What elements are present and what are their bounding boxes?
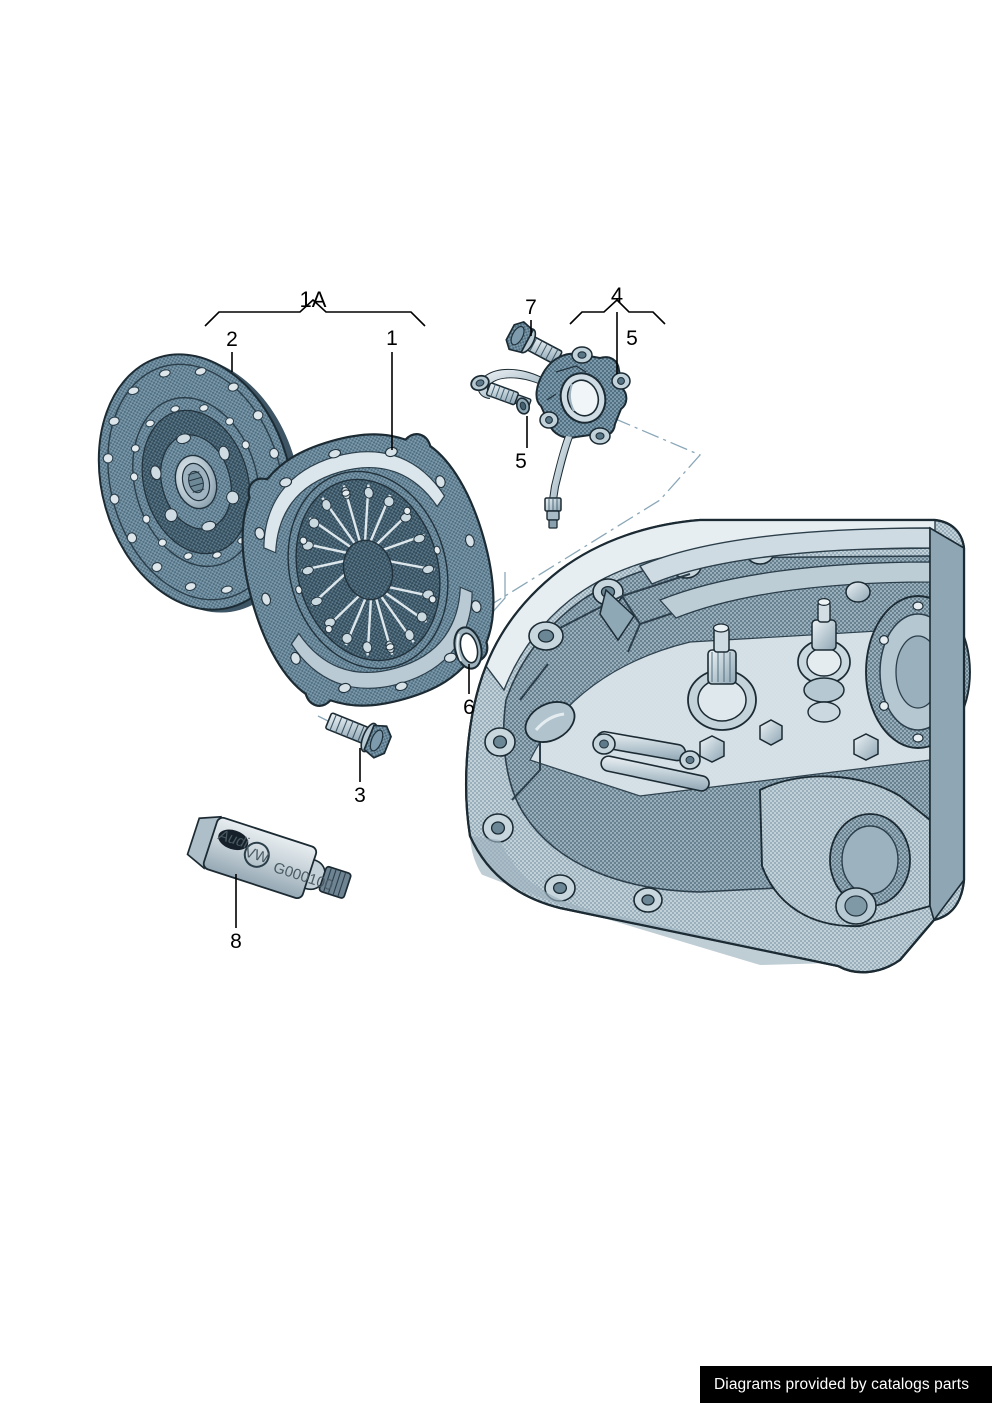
callout-label-5-lower: 5 bbox=[515, 450, 527, 473]
bracket-1a bbox=[204, 298, 426, 327]
grease-tube: Audi VW G000100 bbox=[186, 815, 352, 900]
housing-hex-nuts bbox=[699, 719, 879, 763]
watermark-text: Diagrams provided by catalogs parts bbox=[714, 1375, 970, 1393]
bleeder-cap bbox=[515, 397, 531, 415]
callout-label-2: 2 bbox=[226, 328, 238, 351]
callout-label-6: 6 bbox=[463, 696, 475, 719]
callout-label-4: 4 bbox=[611, 283, 623, 308]
input-shaft-boss bbox=[687, 623, 757, 731]
watermark-banner: Diagrams provided by catalogs parts bbox=[700, 1366, 992, 1403]
sealing-ring bbox=[453, 626, 483, 670]
slave-cylinder-body bbox=[535, 346, 631, 445]
pipe-fitting bbox=[544, 497, 562, 529]
bracket-4 bbox=[569, 298, 666, 325]
disc-damper-springs bbox=[150, 433, 240, 532]
vw-mark: VW bbox=[243, 843, 272, 867]
callout-label-7: 7 bbox=[525, 296, 537, 319]
transmission-bell-housing bbox=[465, 518, 971, 974]
axis-slave-cylinder bbox=[454, 405, 702, 628]
callout-label-1a: 1A bbox=[300, 287, 327, 312]
drain-plug bbox=[524, 701, 576, 743]
slave-cylinder-assembly bbox=[470, 346, 631, 529]
callout-label-3: 3 bbox=[354, 784, 366, 807]
callout-label-8: 8 bbox=[230, 930, 242, 953]
shift-tower bbox=[797, 597, 851, 723]
callout-layer: 1A 2 1 7 4 5 5 3 6 8 bbox=[204, 283, 666, 953]
callout-label-5-upper: 5 bbox=[626, 327, 638, 350]
flange-bolt-pressure-plate bbox=[325, 712, 392, 759]
callout-label-1: 1 bbox=[386, 327, 398, 350]
disc-hub bbox=[174, 454, 218, 510]
pressure-plate bbox=[241, 433, 495, 707]
